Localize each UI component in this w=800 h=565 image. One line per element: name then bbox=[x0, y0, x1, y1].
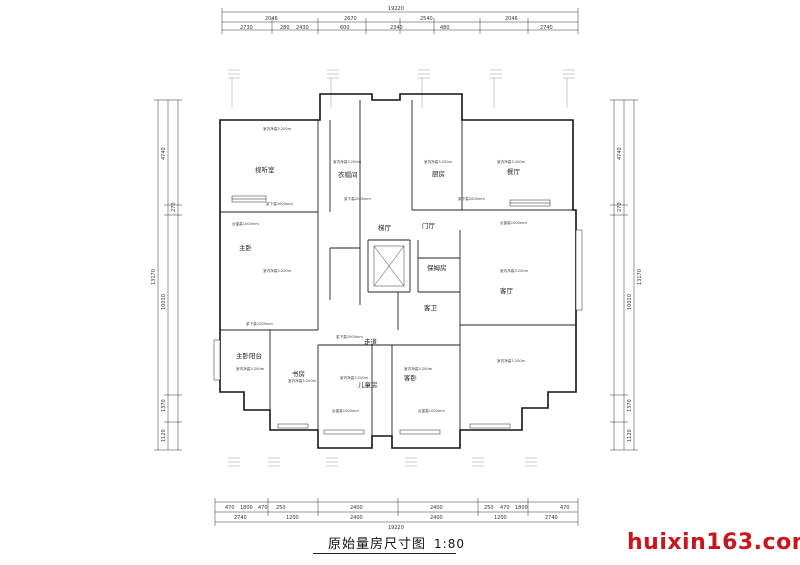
room-nanny: 保姆房 bbox=[427, 263, 447, 272]
dim-top-sub-6: 480 bbox=[440, 25, 450, 31]
dim-right-5: 1120 bbox=[627, 429, 633, 442]
inner-walls bbox=[220, 100, 576, 448]
room-guest-wc: 客卫 bbox=[424, 303, 438, 312]
room-master: 主卧 bbox=[239, 243, 253, 252]
note-beam-2: 梁下高2000mm bbox=[344, 196, 371, 201]
room-dining: 餐厅 bbox=[507, 167, 521, 176]
dim-bot-2: 1200 bbox=[286, 515, 299, 521]
room-cloak: 衣帽间 bbox=[338, 170, 358, 179]
note-height-kitchen: 室内净高3.200m bbox=[424, 159, 453, 164]
dim-bot-3: 2400 bbox=[350, 515, 363, 521]
dim-bot-sub-6: 2400 bbox=[430, 505, 443, 511]
dim-top-3: 2540 bbox=[420, 16, 433, 22]
dim-bot-sub-9: 1800 bbox=[515, 505, 528, 511]
room-theater: 视听室 bbox=[255, 165, 275, 174]
dim-bot-sub-5: 2400 bbox=[350, 505, 363, 511]
dim-right-1: 4740 bbox=[617, 147, 623, 160]
dim-top-sub-3: 2430 bbox=[296, 25, 309, 31]
watermark-logo: huixin163.com bbox=[627, 530, 800, 555]
note-beam-3: 梁下高2000mm bbox=[458, 196, 485, 201]
room-kitchen: 厨房 bbox=[432, 169, 445, 178]
room-entry: 门厅 bbox=[422, 221, 436, 230]
dim-bot-sub-2: 1800 bbox=[240, 505, 253, 511]
note-height-master: 室内净高3.200m bbox=[263, 268, 292, 273]
dim-top-sub-7: 2740 bbox=[540, 25, 553, 31]
dim-left-1: 4740 bbox=[161, 147, 167, 160]
dim-top-sub-2: 280 bbox=[280, 25, 290, 31]
dim-top-1: 2046 bbox=[265, 16, 278, 22]
note-beam-5: 梁下高2000mm bbox=[336, 334, 363, 339]
note-window-2: 台窗高1000mm bbox=[500, 220, 527, 225]
dim-left-4: 1370 bbox=[161, 399, 167, 412]
top-dimensions bbox=[221, 8, 579, 34]
dim-top-sub-4: 600 bbox=[340, 25, 350, 31]
note-height-cloak: 室内净高3.200m bbox=[333, 159, 362, 164]
note-beam-1: 梁下高2000mm bbox=[266, 201, 293, 206]
dim-right-total: 13170 bbox=[637, 269, 643, 285]
dim-left-2: 270 bbox=[171, 202, 177, 212]
note-height-theater: 室内净高3.200m bbox=[263, 126, 292, 131]
note-height-dining: 室内净高3.200m bbox=[497, 159, 526, 164]
dim-right-4: 1370 bbox=[627, 399, 633, 412]
room-hall: 走道 bbox=[364, 337, 378, 346]
note-height-south: 室内净高3.200m bbox=[497, 358, 526, 363]
note-height-study: 室内净高3.200m bbox=[288, 378, 317, 383]
dim-bot-sub-4: 250 bbox=[276, 505, 286, 511]
windows bbox=[213, 195, 583, 435]
note-height-guest-bed: 室内净高3.200m bbox=[404, 366, 433, 371]
dim-total-bottom: 19220 bbox=[388, 525, 404, 531]
title-underline bbox=[313, 553, 456, 554]
dim-right-3: 10010 bbox=[627, 294, 633, 310]
room-kids: 儿童房 bbox=[358, 380, 378, 389]
dim-bot-sub-1: 470 bbox=[225, 505, 235, 511]
room-master-balcony: 主卧阳台 bbox=[236, 351, 262, 360]
left-dimensions bbox=[154, 99, 182, 451]
note-height-living: 室内净高3.200m bbox=[500, 268, 529, 273]
dim-bot-4: 2400 bbox=[430, 515, 443, 521]
bottom-dimensions bbox=[214, 498, 579, 526]
room-study: 书房 bbox=[292, 369, 305, 378]
note-window-4: 台窗高1000mm bbox=[418, 408, 445, 413]
dim-top-4: 2046 bbox=[505, 16, 518, 22]
note-window-3: 台窗高1000mm bbox=[332, 408, 359, 413]
dim-top-2: 2670 bbox=[344, 16, 357, 22]
dim-bot-5: 1200 bbox=[494, 515, 507, 521]
dim-bot-6: 2740 bbox=[545, 515, 558, 521]
dim-total-top: 19220 bbox=[388, 6, 404, 12]
dim-left-total: 13170 bbox=[151, 269, 157, 285]
dim-bot-1: 2740 bbox=[234, 515, 247, 521]
dim-left-5: 1120 bbox=[161, 429, 167, 442]
dim-bot-sub-10: 470 bbox=[560, 505, 570, 511]
dim-top-sub-5: 2340 bbox=[390, 25, 403, 31]
dim-top-sub-1: 2730 bbox=[240, 25, 253, 31]
room-guest-bed: 客卧 bbox=[404, 373, 418, 382]
dim-left-3: 10010 bbox=[161, 294, 167, 310]
room-elevator-hall: 梯厅 bbox=[378, 223, 392, 232]
dim-bot-sub-7: 250 bbox=[484, 505, 494, 511]
dim-right-2: 270 bbox=[617, 202, 623, 212]
note-height-kids: 室内净高3.200m bbox=[340, 375, 369, 380]
note-beam-4: 梁下高2000mm bbox=[246, 321, 273, 326]
annotation-tags bbox=[228, 69, 575, 467]
drawing-title-text: 原始量房尺寸图 bbox=[328, 537, 427, 552]
drawing-title: 原始量房尺寸图 1:80 bbox=[328, 533, 465, 552]
dim-bot-sub-8: 470 bbox=[500, 505, 510, 511]
dim-bot-sub-3: 470 bbox=[258, 505, 268, 511]
drawing-scale: 1:80 bbox=[434, 537, 465, 551]
note-window-1: 台窗高1000mm bbox=[232, 221, 259, 226]
elevator-shaft bbox=[373, 245, 405, 287]
note-height-balcony: 室内净高3.200m bbox=[236, 366, 265, 371]
room-living: 客厅 bbox=[500, 286, 514, 295]
right-dimensions bbox=[610, 99, 638, 451]
